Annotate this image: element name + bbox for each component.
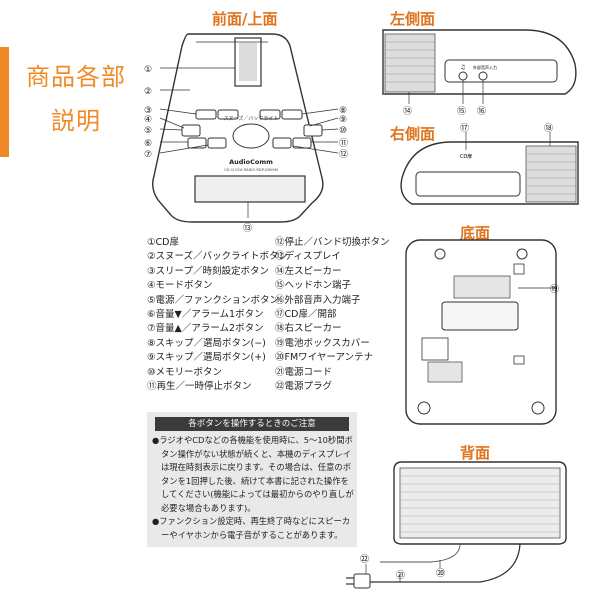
svg-text:③: ③ bbox=[144, 106, 152, 116]
svg-text:CD扉: CD扉 bbox=[460, 153, 472, 160]
front-callouts: ① ② ③ ④ ⑤ ⑥ ⑦ ⑧ ⑨ ⑩ ⑪ ⑫ ⑬ bbox=[144, 65, 348, 234]
svg-text:②: ② bbox=[144, 87, 152, 97]
svg-text:⑭: ⑭ bbox=[403, 106, 412, 117]
bottom-vent-grille bbox=[453, 275, 511, 299]
legend-item: ②スヌーズ／バックライトボタン bbox=[147, 251, 289, 263]
power-plug bbox=[346, 573, 371, 589]
svg-text:⑬: ⑬ bbox=[243, 223, 252, 234]
bottom-body bbox=[405, 239, 557, 425]
svg-text:⑳: ⑳ bbox=[436, 568, 445, 579]
right-speaker-grille bbox=[525, 145, 577, 203]
legend-item: ⑯外部音声入力端子 bbox=[275, 294, 361, 306]
view-title-bottom: 底面 bbox=[460, 224, 491, 242]
view-title-left: 左側面 bbox=[390, 10, 436, 28]
legend-item: ⑨スキップ／選局ボタン(+) bbox=[147, 352, 266, 364]
cd-door bbox=[234, 37, 262, 87]
legend-item: ⑲電池ボックスカバー bbox=[275, 337, 370, 349]
fm-antenna-wire bbox=[380, 543, 461, 563]
back-device-illustration: ㉒ ㉑ ⑳ bbox=[346, 461, 567, 589]
svg-text:⑮: ⑮ bbox=[457, 106, 466, 117]
svg-text:⑰: ⑰ bbox=[460, 123, 469, 134]
legend-item: ⑱右スピーカー bbox=[275, 323, 342, 335]
svg-text:⑩: ⑩ bbox=[339, 126, 347, 136]
display-window bbox=[194, 175, 306, 203]
front-device-body bbox=[151, 33, 324, 223]
caution-note-title: 各ボタンを操作するときのご注意 bbox=[155, 417, 349, 431]
device-model: CD CLOCK RADIO RDP-D909M bbox=[224, 168, 278, 172]
svg-text:⑧: ⑧ bbox=[339, 106, 347, 116]
legend-item: ⑩メモリーボタン bbox=[147, 366, 223, 378]
svg-text:⑪: ⑪ bbox=[339, 138, 348, 149]
legend-item: ④モードボタン bbox=[147, 280, 213, 292]
back-speaker-grille bbox=[399, 467, 561, 539]
svg-text:①: ① bbox=[144, 65, 152, 75]
svg-text:㉑: ㉑ bbox=[396, 570, 405, 581]
headphone-jack bbox=[458, 71, 468, 81]
left-side-device-illustration: ♫ 外部音声入力 ⑭ ⑮ ⑯ bbox=[382, 29, 577, 117]
legend-item: ㉑電源コード bbox=[275, 366, 333, 378]
legend-item: ③スリープ／時刻設定ボタン bbox=[147, 265, 269, 277]
svg-text:⑱: ⑱ bbox=[544, 123, 553, 134]
caution-note-item: ●ファンクション設定時、再生終了時などにスピーカーやイヤホンから電子音がすること… bbox=[152, 516, 351, 540]
legend-item: ⑭左スピーカー bbox=[275, 265, 342, 277]
svg-text:⑫: ⑫ bbox=[339, 149, 348, 160]
heading-accent-bar bbox=[0, 47, 9, 157]
legend-left-column: ①CD扉 ②スヌーズ／バックライトボタン ③スリープ／時刻設定ボタン ④モードボ… bbox=[147, 236, 288, 394]
legend-item: ⑥音量▼／アラーム1ボタン bbox=[147, 308, 264, 320]
legend-item: ⑧スキップ／選局ボタン(−) bbox=[147, 337, 266, 349]
legend-item: ⑬ディスプレイ bbox=[275, 251, 341, 263]
legend-item: ㉒電源プラグ bbox=[275, 380, 333, 392]
legend-item: ①CD扉 bbox=[147, 237, 179, 248]
svg-text:④: ④ bbox=[144, 115, 152, 125]
legend-item: ⑮ヘッドホン端子 bbox=[275, 280, 352, 292]
svg-text:⑯: ⑯ bbox=[477, 106, 486, 117]
caution-note-item: ●ラジオやCDなどの各機能を使用時に、5〜10秒間ボタン操作がない状態が続くと、… bbox=[152, 435, 354, 513]
legend-item: ⑦音量▲／アラーム2ボタン bbox=[147, 323, 264, 335]
legend-right-column: ⑫停止／バンド切換ボタン ⑬ディスプレイ ⑭左スピーカー ⑮ヘッドホン端子 ⑯外… bbox=[275, 236, 389, 394]
section-heading-line1: 商品各部 bbox=[26, 63, 126, 91]
svg-text:㉒: ㉒ bbox=[360, 554, 369, 565]
caution-note-body: ●ラジオやCDなどの各機能を使用時に、5〜10秒間ボタン操作がない状態が続くと、… bbox=[152, 434, 354, 542]
battery-cover bbox=[441, 301, 519, 331]
section-heading-line2: 説明 bbox=[51, 107, 101, 135]
svg-text:⑲: ⑲ bbox=[550, 284, 559, 295]
svg-text:⑤: ⑤ bbox=[144, 126, 152, 136]
svg-text:⑦: ⑦ bbox=[144, 150, 152, 160]
legend-item: ⑪再生／一時停止ボタン bbox=[147, 380, 252, 392]
legend-item: ⑫停止／バンド切換ボタン bbox=[275, 237, 390, 248]
svg-text:⑥: ⑥ bbox=[144, 139, 152, 149]
right-side-device-illustration: CD扉 ⑰ ⑱ bbox=[400, 123, 579, 205]
front-buttons bbox=[181, 109, 323, 149]
svg-text:外部音声入力: 外部音声入力 bbox=[473, 64, 497, 70]
snooze-label: スヌーズ／バックライト bbox=[224, 115, 279, 122]
front-device-illustration: スヌーズ／バックライト AudioComm CD CLOCK RADIO RDP… bbox=[144, 33, 348, 234]
power-cord bbox=[370, 543, 521, 583]
audio-input-jack bbox=[478, 71, 488, 81]
caution-note-box bbox=[147, 412, 357, 547]
left-speaker-grille bbox=[384, 33, 436, 93]
legend-item: ⑳FMワイヤーアンテナ bbox=[275, 352, 374, 364]
svg-text:⑨: ⑨ bbox=[339, 115, 347, 125]
view-title-front: 前面/上面 bbox=[212, 10, 278, 28]
svg-text:♫: ♫ bbox=[460, 64, 465, 71]
legend-item: ⑰CD扉／開部 bbox=[275, 308, 337, 320]
legend-item: ⑤電源／ファンクションボタン bbox=[147, 294, 280, 306]
view-title-right: 右側面 bbox=[390, 125, 436, 143]
device-brand: AudioComm bbox=[229, 158, 273, 166]
view-title-back: 背面 bbox=[460, 444, 491, 462]
bottom-device-illustration: ⑲ bbox=[405, 239, 559, 425]
